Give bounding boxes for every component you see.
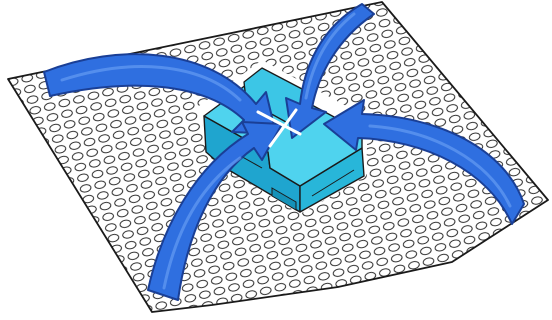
packing-diagram [0, 0, 552, 320]
wrap-in-bubble-sheet-illustration [0, 0, 552, 320]
